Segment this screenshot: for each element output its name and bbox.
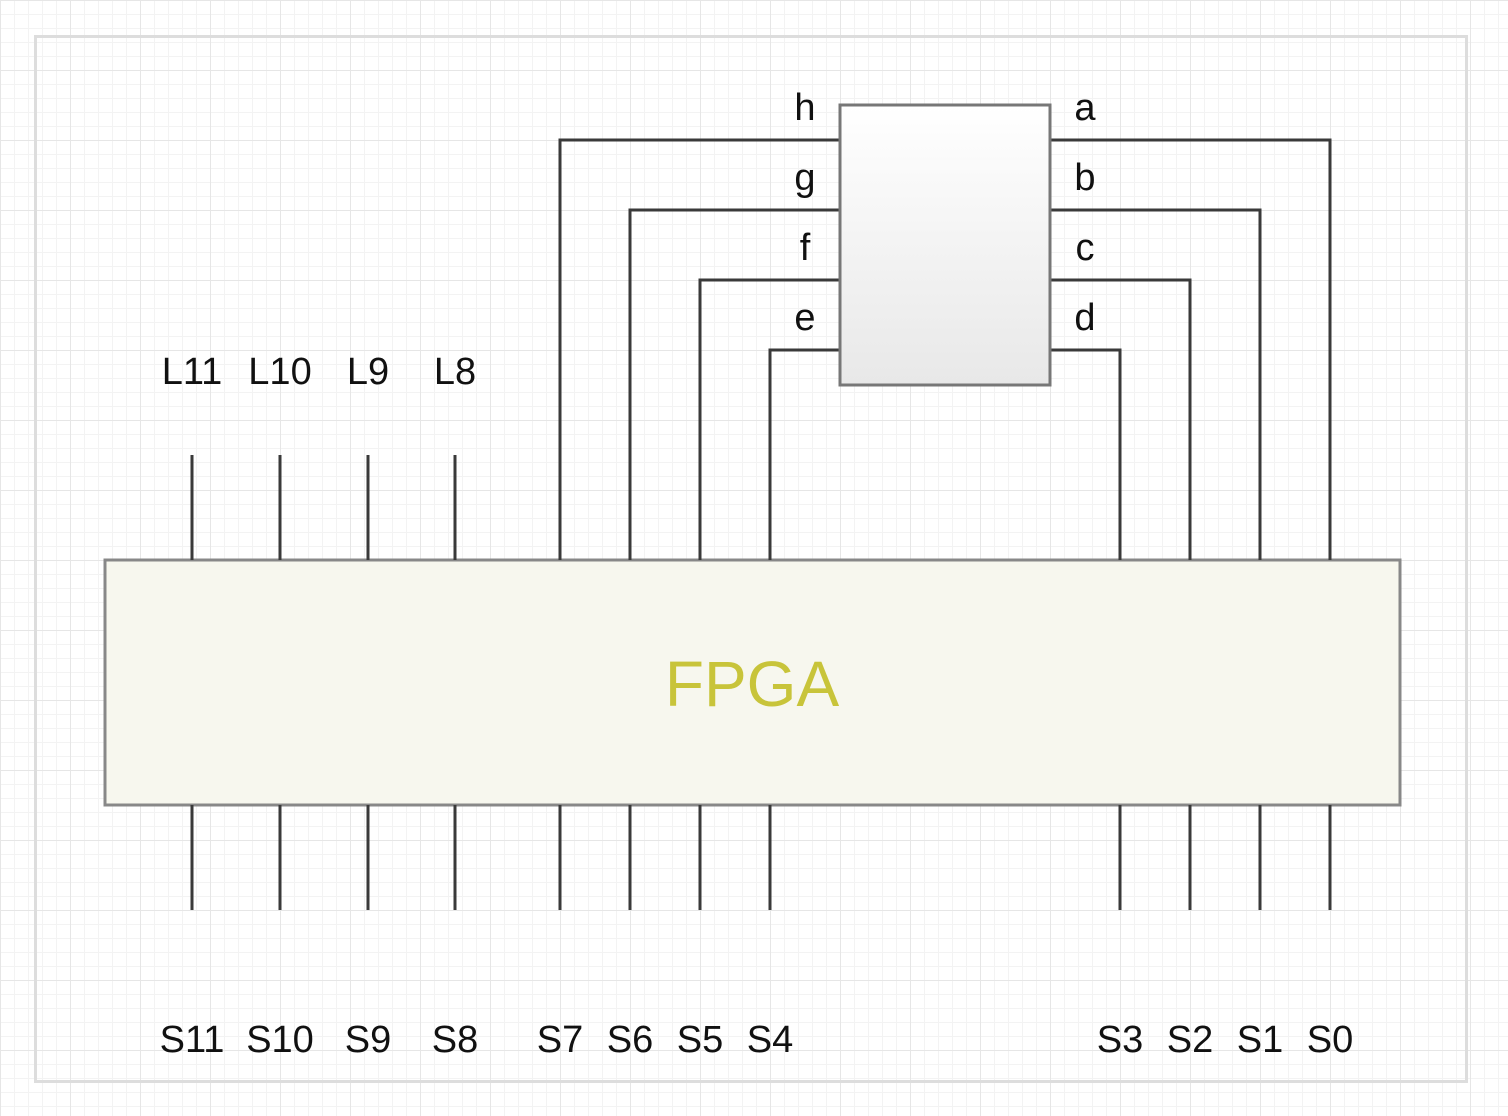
segment-label-f: f <box>800 227 811 269</box>
led-label-l11: L11 <box>162 351 223 393</box>
segment-wire-c <box>1050 278 1192 560</box>
led-label-l10: L10 <box>248 351 311 393</box>
segment-label-a: a <box>1074 87 1096 129</box>
segment-label-c: c <box>1076 227 1095 269</box>
segment-wire-g <box>628 208 840 560</box>
switch-label-s5: S5 <box>677 1019 723 1061</box>
switch-label-s4: S4 <box>747 1019 793 1061</box>
fpga-block <box>103 558 1402 807</box>
segment-wire-e <box>768 348 840 560</box>
switch-label-s7: S7 <box>537 1019 583 1061</box>
segment-wire-h <box>558 138 840 560</box>
led-label-l8: L8 <box>434 351 476 393</box>
led-label-l9: L9 <box>347 351 389 393</box>
switch-label-s3: S3 <box>1097 1019 1143 1061</box>
segment-wire-d <box>1050 348 1122 560</box>
wires-group <box>190 138 1332 910</box>
segment-label-h: h <box>794 87 815 129</box>
seven-segment-display <box>838 103 1052 387</box>
segment-wire-b <box>1050 208 1262 560</box>
switch-label-s1: S1 <box>1237 1019 1283 1061</box>
segment-wire-f <box>698 278 840 560</box>
segment-label-b: b <box>1074 157 1095 199</box>
switch-label-s2: S2 <box>1167 1019 1213 1061</box>
switch-label-s10: S10 <box>246 1019 314 1061</box>
segment-label-e: e <box>794 297 815 339</box>
switch-label-s9: S9 <box>345 1019 391 1061</box>
segment-label-g: g <box>794 157 815 199</box>
switch-label-s11: S11 <box>160 1019 225 1061</box>
switch-label-s6: S6 <box>607 1019 653 1061</box>
switch-label-s8: S8 <box>432 1019 478 1061</box>
segment-wire-a <box>1050 138 1332 560</box>
switch-label-s0: S0 <box>1307 1019 1353 1061</box>
page-frame <box>34 35 1468 1083</box>
segment-label-d: d <box>1074 297 1095 339</box>
fpga-label: FPGA <box>665 648 840 720</box>
